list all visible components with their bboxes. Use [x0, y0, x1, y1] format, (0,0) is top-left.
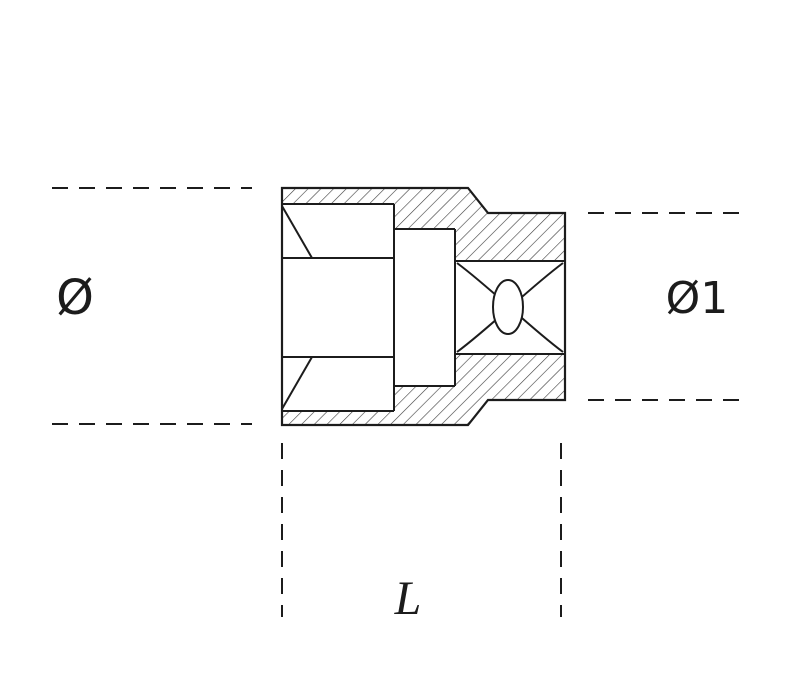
label-diameter: Ø — [56, 270, 94, 326]
socket-outer-profile — [280, 186, 567, 427]
mouth-chamfer-lower — [281, 356, 313, 410]
section-hatching — [282, 188, 565, 425]
label-length: L — [394, 572, 422, 625]
dimension-lines — [52, 187, 748, 617]
hex-recess-cavity — [281, 203, 395, 412]
hatch-top-wall — [282, 188, 565, 261]
label-diameter1: Ø1 — [666, 273, 729, 324]
ball-pin-hole — [492, 279, 524, 335]
mouth-chamfer-upper — [281, 205, 313, 259]
intermediate-bore-cavity — [394, 228, 456, 387]
hatch-bottom-wall — [282, 354, 565, 425]
square-drive-cavity — [455, 260, 565, 355]
